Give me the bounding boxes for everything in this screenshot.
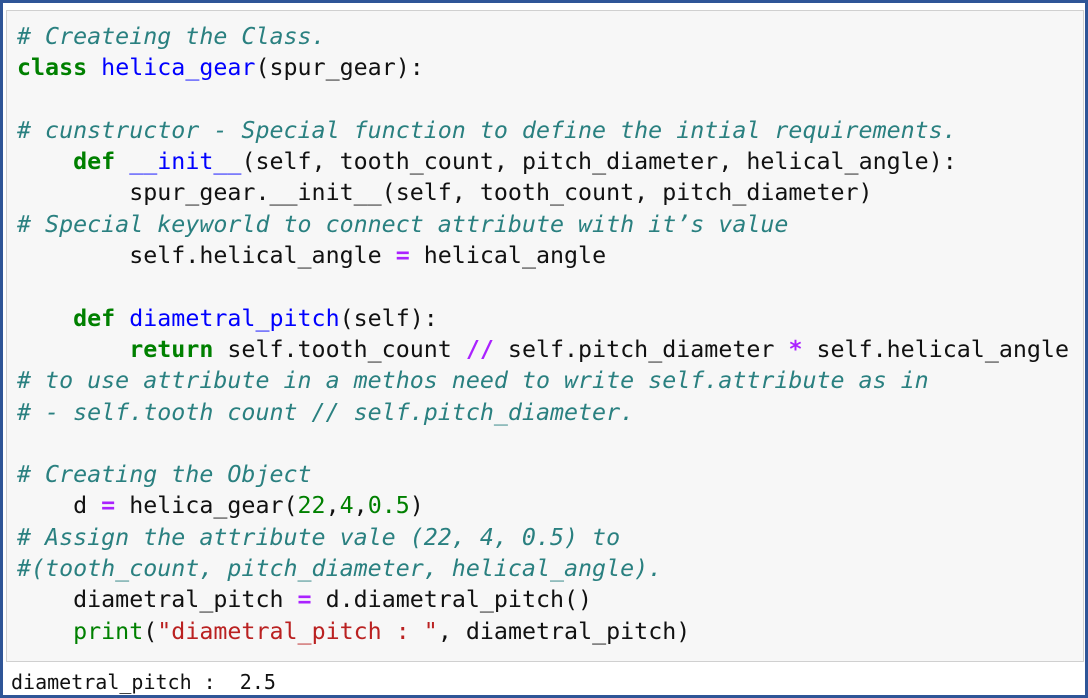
code-token: self.helical_angle (802, 335, 1069, 363)
code-token: # - self.tooth count // self.pitch_diame… (17, 398, 635, 426)
code-line: # to use attribute in a methos need to w… (17, 365, 1069, 396)
code-line (17, 428, 1069, 459)
code-token: d (17, 492, 102, 520)
code-line (17, 271, 1069, 302)
code-token: spur_gear.__init__(self, tooth_count, pi… (17, 179, 873, 207)
code-token (17, 618, 73, 645)
code-token: def (73, 148, 116, 176)
code-token (115, 305, 129, 332)
code-line: # Creating the Object (17, 459, 1069, 490)
code-line: # Special keyworld to connect attribute … (17, 209, 1069, 240)
code-token: ( (143, 617, 158, 645)
code-token: , diametral_pitch) (437, 617, 691, 645)
code-token: helica_gear (101, 54, 256, 82)
code-token: d.diametral_pitch() (311, 586, 593, 614)
code-token: (self, tooth_count, pitch_diameter, heli… (241, 148, 957, 176)
code-token: # Assign the attribute vale (22, 4, 0.5)… (17, 523, 621, 551)
code-token: 22 (297, 492, 326, 520)
code-token: # to use attribute in a methos need to w… (17, 367, 929, 395)
code-line: # Createing the Class. (17, 21, 1069, 52)
code-line: # - self.tooth count // self.pitch_diame… (17, 397, 1069, 428)
code-token (17, 305, 73, 332)
code-token: diametral_pitch (17, 586, 298, 614)
code-token: helica_gear( (115, 492, 298, 520)
code-token (17, 148, 73, 175)
code-token: , (325, 492, 340, 520)
code-token: # Special keyworld to connect attribute … (17, 210, 789, 238)
code-token: self.tooth_count (213, 335, 466, 363)
code-token: (spur_gear): (255, 54, 424, 82)
code-token: 0.5 (367, 492, 410, 520)
code-token (17, 336, 129, 363)
code-token (115, 148, 129, 175)
code-token: __init__ (129, 148, 242, 176)
code-cell[interactable]: # Createing the Class.class helica_gear(… (6, 10, 1084, 662)
code-token: 4 (339, 492, 354, 520)
code-token: self.helical_angle (17, 242, 396, 270)
code-token: #(tooth_count, pitch_diameter, helical_a… (17, 555, 663, 583)
code-token: # Createing the Class. (17, 23, 326, 50)
code-line: #(tooth_count, pitch_diameter, helical_a… (17, 553, 1069, 584)
code-token: = (101, 492, 116, 520)
code-line: self.helical_angle = helical_angle (17, 240, 1069, 271)
code-token (87, 54, 101, 81)
code-line: print("diametral_pitch : ", diametral_pi… (17, 616, 1069, 647)
code-token: (self): (339, 304, 438, 332)
code-line: class helica_gear(spur_gear): (17, 52, 1069, 83)
code-token: ) (409, 492, 424, 520)
code-line: def diametral_pitch(self): (17, 303, 1069, 334)
code-line: # Assign the attribute vale (22, 4, 0.5)… (17, 522, 1069, 553)
code-token: def (73, 304, 116, 332)
code-line: def __init__(self, tooth_count, pitch_di… (17, 146, 1069, 177)
code-line (17, 84, 1069, 115)
code-token: # cunstructor - Special function to defi… (17, 116, 957, 144)
code-token: diametral_pitch (129, 304, 340, 332)
code-token: = (297, 586, 312, 614)
code-token: = (395, 242, 410, 270)
code-editor[interactable]: # Createing the Class.class helica_gear(… (17, 21, 1069, 647)
code-token: helical_angle (409, 242, 607, 270)
code-line: # cunstructor - Special function to defi… (17, 115, 1069, 146)
cell-output: diametral_pitch : 2.5 (11, 670, 276, 694)
code-token: , (353, 492, 368, 520)
code-line: spur_gear.__init__(self, tooth_count, pi… (17, 177, 1069, 208)
code-token: class (17, 54, 88, 82)
code-token: self.pitch_diameter (493, 335, 789, 363)
code-token: // (465, 335, 494, 363)
code-line: return self.tooth_count // self.pitch_di… (17, 334, 1069, 365)
code-token: print (73, 617, 144, 645)
code-token: # Creating the Object (17, 461, 312, 489)
code-token: * (788, 335, 803, 363)
code-line: diametral_pitch = d.diametral_pitch() (17, 584, 1069, 615)
code-line: d = helica_gear(22,4,0.5) (17, 490, 1069, 521)
code-token: "diametral_pitch : " (157, 617, 438, 645)
code-token: return (129, 335, 214, 363)
